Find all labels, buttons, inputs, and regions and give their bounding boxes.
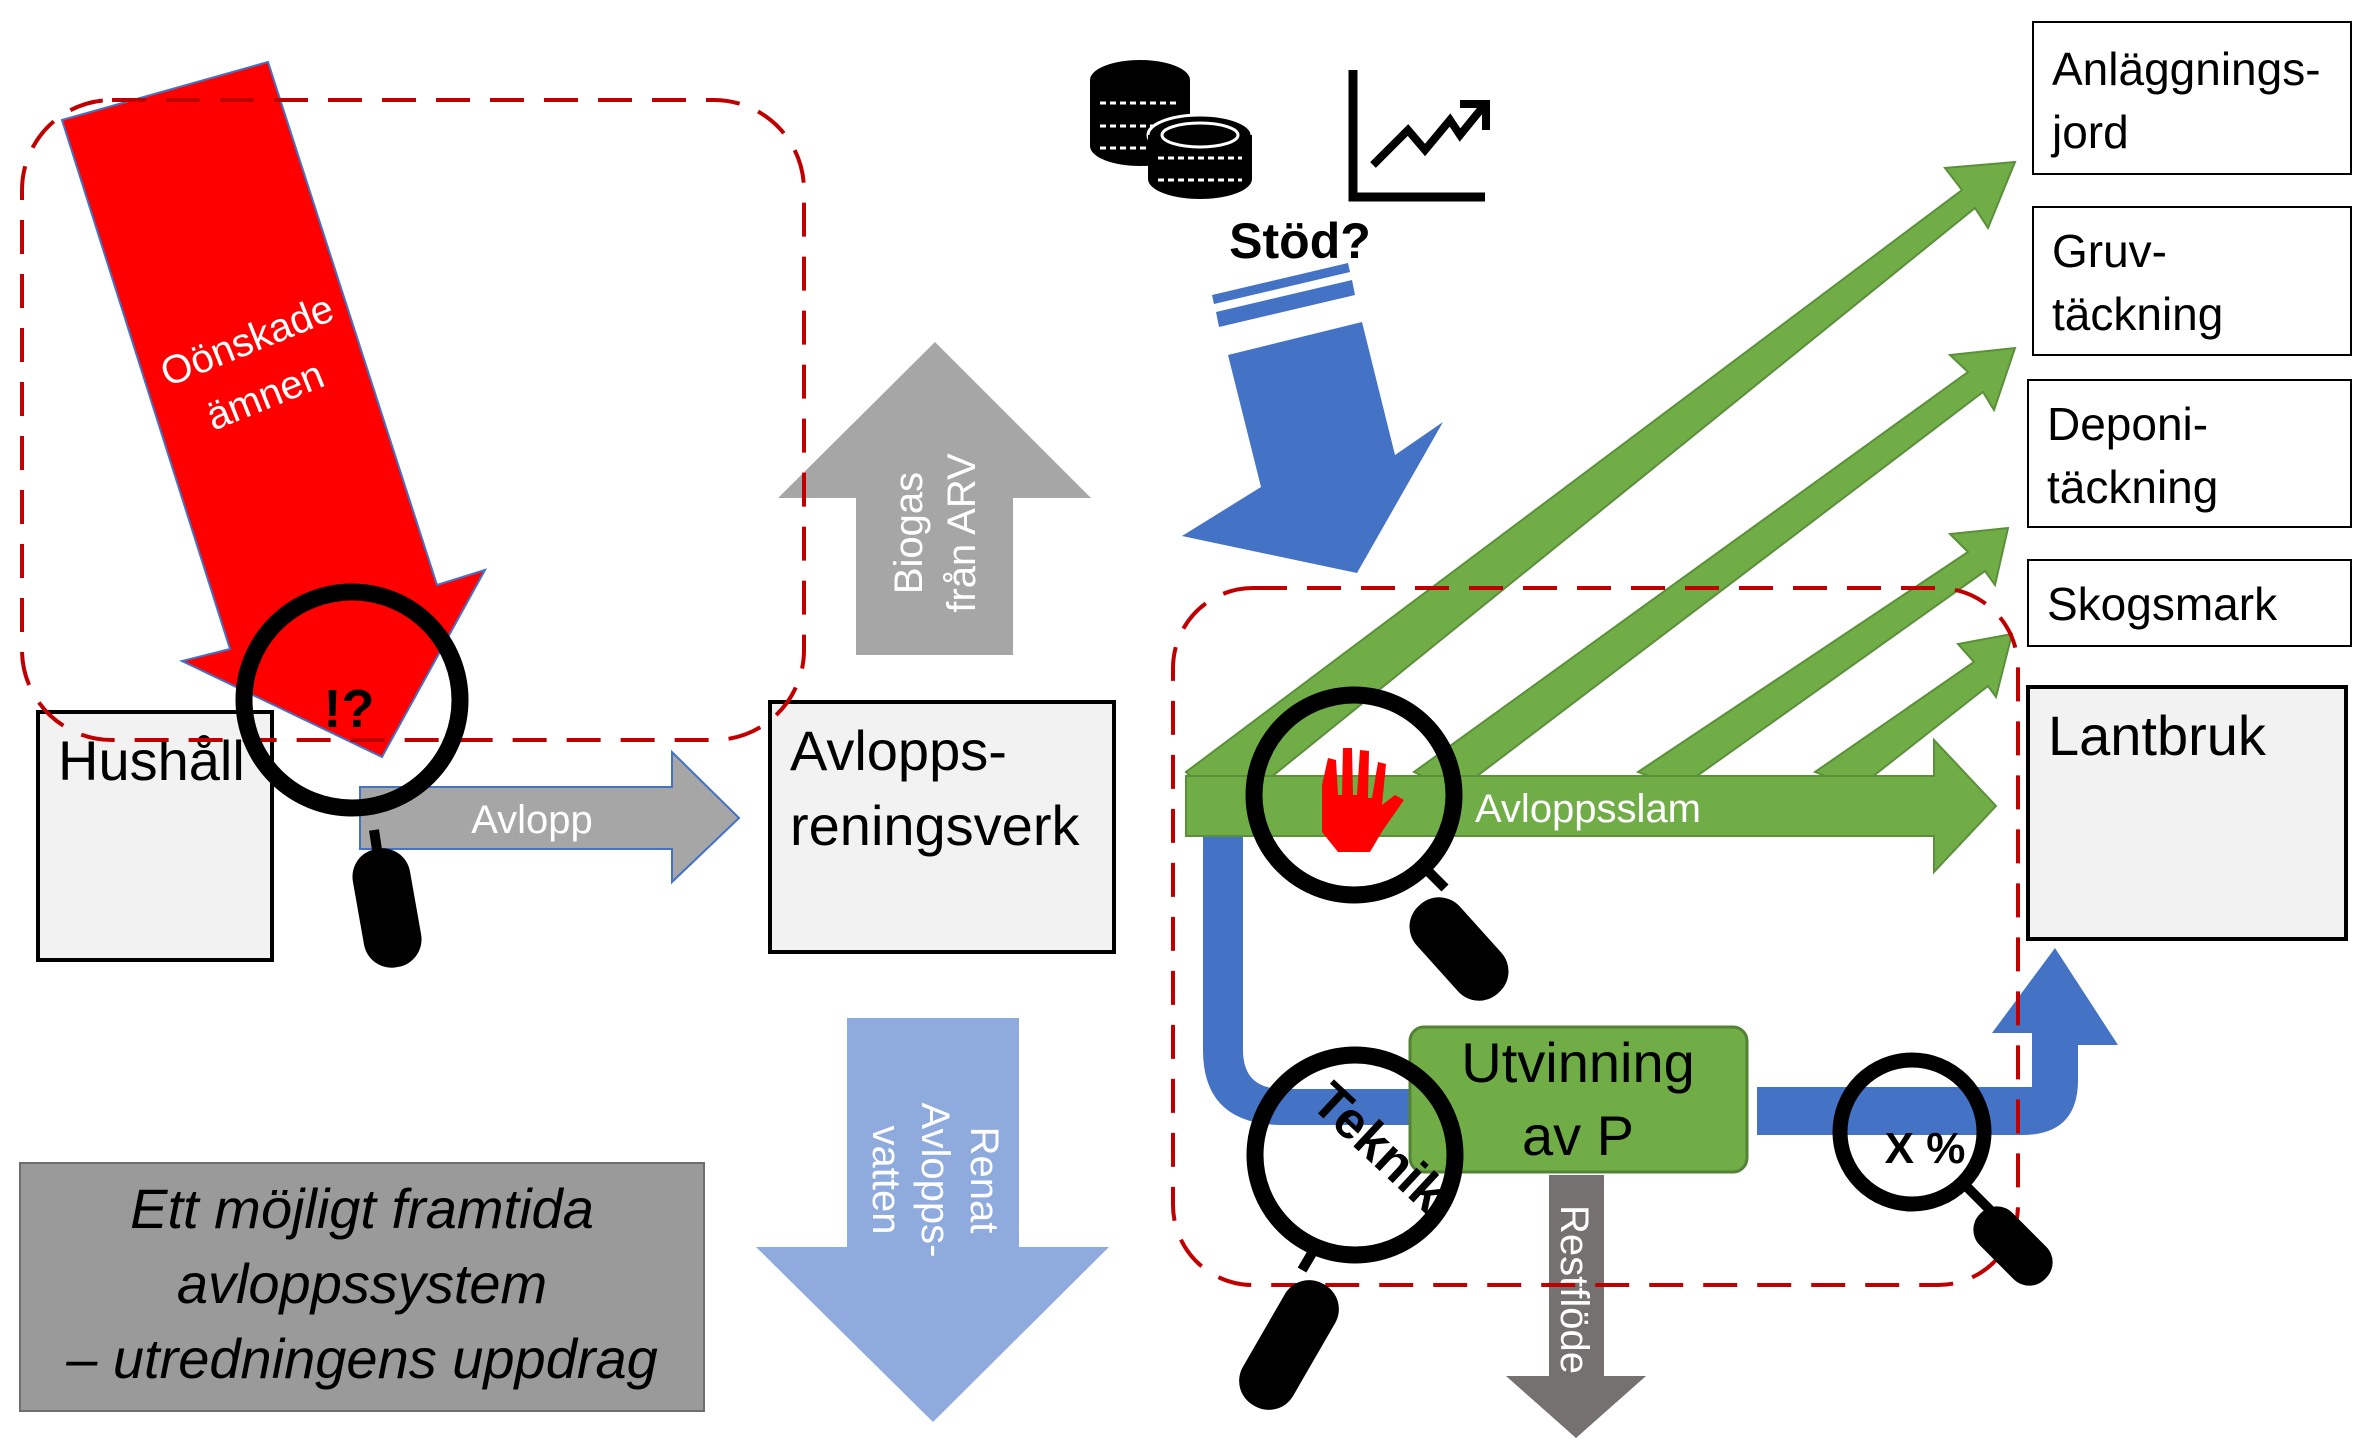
biogas-label-line1: Biogas: [887, 472, 931, 594]
sewage-arrow: [359, 749, 741, 885]
biogas-label-line2: från ARV: [940, 453, 984, 613]
magnifier-question-label: !?: [324, 679, 375, 739]
chart-growth-icon: [1348, 70, 1490, 202]
destination-forest-land-line1: Skogsmark: [2047, 578, 2278, 630]
coins-icon: [1090, 60, 1254, 199]
treatment-plant-box: [768, 700, 1116, 954]
support-label: Stöd?: [1229, 213, 1371, 269]
phosphorus-recovery-label-line1: Utvinning: [1461, 1031, 1694, 1094]
destination-box-construction-soil: [2032, 21, 2352, 175]
focus-outline-household: [20, 98, 806, 742]
stop-hand-icon: [1322, 748, 1404, 852]
sewage-label: Avlopp: [471, 798, 593, 842]
destination-box-forest-land: [2027, 559, 2352, 647]
destination-landfill-cover-line1: Deponi-: [2047, 398, 2208, 450]
destination-box-mine-cover: [2032, 206, 2352, 356]
focus-outline-sludge: [1171, 586, 2020, 1287]
magnifier-icon-percent: [1832, 1052, 2053, 1286]
sludge-flows: [1184, 160, 2017, 875]
clean-water-arrow: [756, 1018, 1109, 1422]
magnifier-icon-technology: [1239, 1046, 1464, 1410]
treatment-plant-label-line2: reningsverk: [790, 794, 1080, 857]
destination-construction-soil-line1: Anläggnings-: [2052, 43, 2321, 95]
caption-line2: avloppssystem: [177, 1252, 547, 1315]
support-arrow: [1182, 263, 1443, 573]
clean-water-label-line1: Renat: [962, 1127, 1006, 1234]
destination-box-landfill-cover: [2027, 379, 2352, 528]
household-box: [36, 710, 274, 962]
phosphorus-recovery-box: [1408, 1025, 1749, 1174]
phosphorus-recovery-label-line2: av P: [1522, 1104, 1634, 1167]
treatment-plant-label-line1: Avlopps-: [790, 719, 1007, 782]
destination-mine-cover-line2: täckning: [2052, 288, 2223, 340]
magnifier-icon-stop: [1245, 686, 1509, 1001]
magnifier-percent-label: X %: [1885, 1124, 1966, 1173]
caption-line3: – utredningens uppdrag: [65, 1327, 658, 1390]
residual-flow-label: Restflöde: [1552, 1205, 1596, 1374]
sludge-label: Avloppsslam: [1475, 787, 1701, 831]
destination-mine-cover-line1: Gruv-: [2052, 225, 2167, 277]
residual-flow-arrow: [1506, 1175, 1646, 1438]
magnifier-icon-question: [235, 583, 469, 968]
caption-box: [19, 1162, 705, 1412]
destination-construction-soil-line2: jord: [2050, 106, 2129, 158]
farming-label: Lantbruk: [2048, 704, 2267, 767]
unwanted-substances-arrow: [60, 60, 488, 759]
farming-box: [2026, 685, 2348, 941]
caption-line1: Ett möjligt framtida: [130, 1177, 594, 1240]
clean-water-label-line2: Avlopps-: [913, 1103, 957, 1258]
destination-landfill-cover-line2: täckning: [2047, 461, 2218, 513]
biogas-arrow: [778, 342, 1091, 655]
clean-water-label-line3: vatten: [864, 1126, 908, 1235]
